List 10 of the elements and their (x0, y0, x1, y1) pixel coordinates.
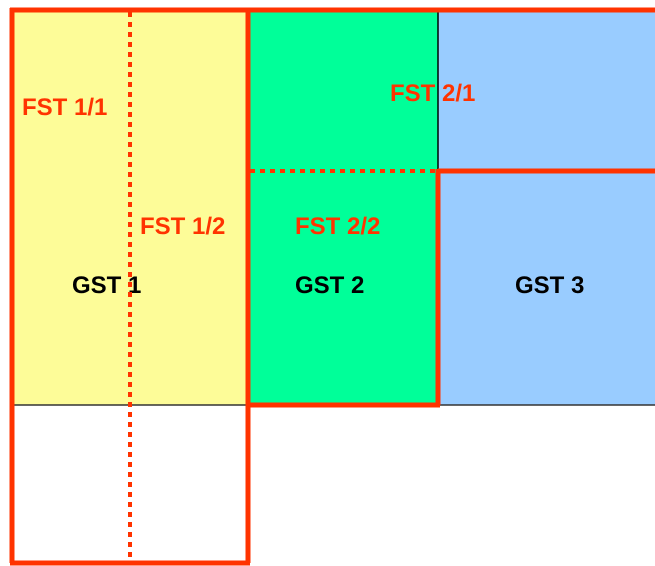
region-label: FST 2/1 (390, 80, 476, 108)
region-label: GST 1 (72, 272, 142, 300)
region-label: GST 2 (295, 272, 364, 300)
region-label: GST 3 (515, 272, 584, 300)
colored-region (438, 10, 655, 405)
region-label: FST 1/2 (140, 213, 226, 241)
colored-region (248, 10, 438, 405)
region-label: FST 2/2 (295, 213, 380, 241)
colored-region (12, 10, 248, 405)
region-label: FST 1/1 (22, 94, 108, 122)
